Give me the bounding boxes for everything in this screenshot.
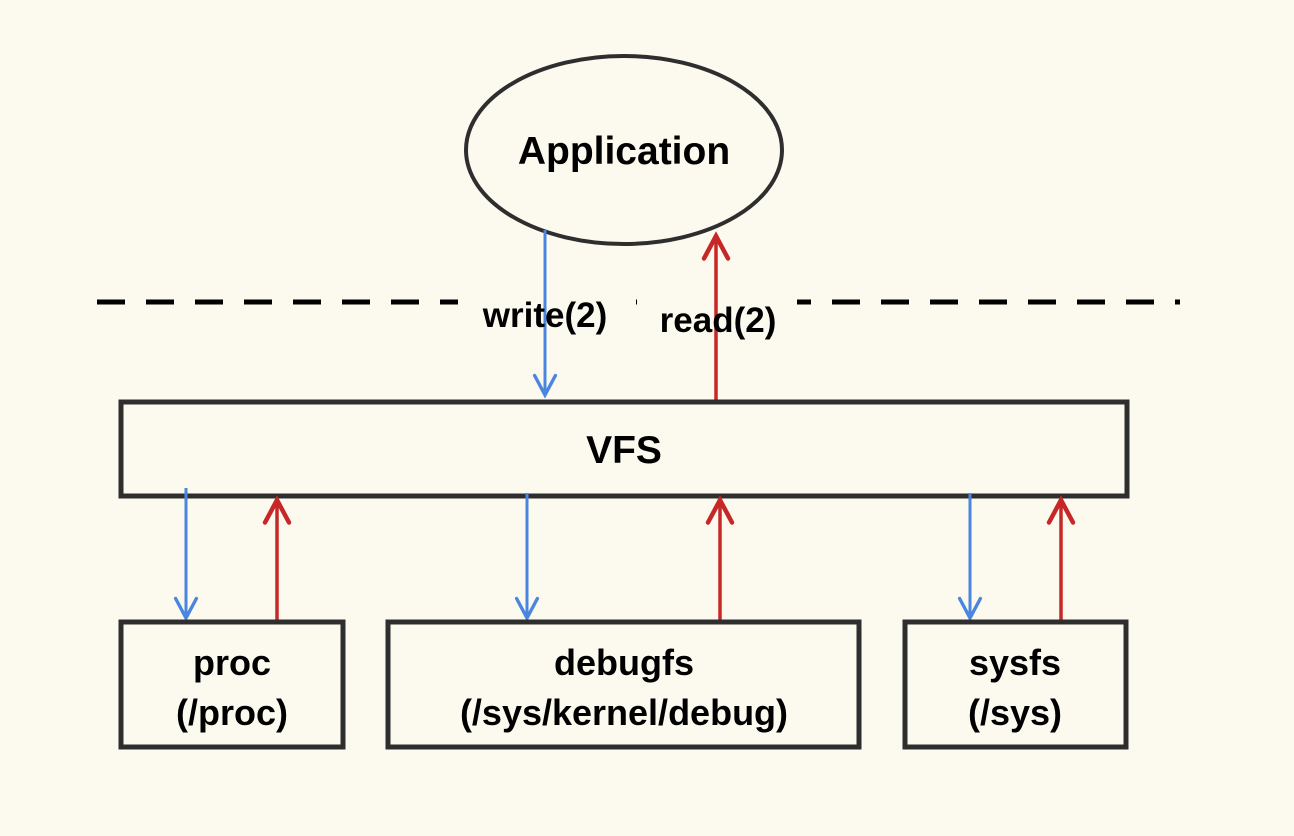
proc-path-label: (/proc) xyxy=(176,692,288,733)
sysfs-node: sysfs (/sys) xyxy=(902,619,1129,750)
vfs-box xyxy=(118,399,1130,499)
debugfs-node: debugfs (/sys/kernel/debug) xyxy=(385,619,862,750)
read-label: read(2) xyxy=(660,301,777,340)
write-label: write(2) xyxy=(482,296,607,335)
proc-box xyxy=(118,619,346,750)
proc-node: proc (/proc) xyxy=(118,619,346,750)
application-label: Application xyxy=(518,130,730,173)
application-node: Application xyxy=(464,54,784,246)
debugfs-box xyxy=(385,619,862,750)
application-ellipse xyxy=(464,54,784,246)
vfs-node: VFS xyxy=(118,399,1130,499)
sysfs-box xyxy=(902,619,1129,750)
sysfs-path-label: (/sys) xyxy=(968,692,1062,733)
debugfs-path-label: (/sys/kernel/debug) xyxy=(460,692,788,733)
vfs-label: VFS xyxy=(586,429,662,472)
proc-name-label: proc xyxy=(193,642,271,683)
debugfs-name-label: debugfs xyxy=(554,642,694,683)
sysfs-name-label: sysfs xyxy=(969,642,1061,683)
